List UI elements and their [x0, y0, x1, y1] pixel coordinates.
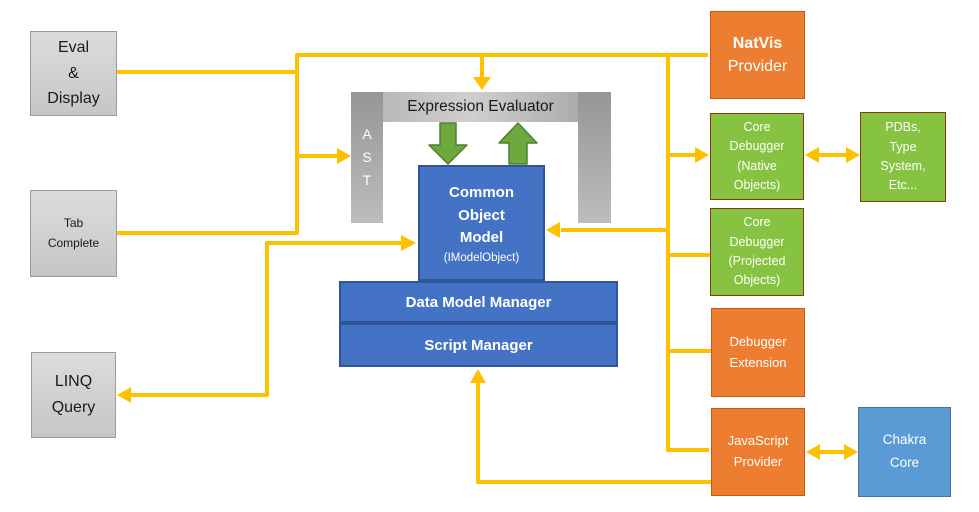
arrowhead-com-left — [401, 235, 416, 251]
node-pdbs-type-system: PDBs, Type System, Etc... — [860, 112, 946, 202]
pdbs-type-system-label: PDBs, Type System, Etc... — [880, 120, 926, 193]
arrowhead-pdbs-right — [846, 147, 860, 163]
ast-label: A S T — [362, 126, 372, 188]
debugger-extension-label: Debugger Extension — [729, 333, 787, 370]
node-linq-query: LINQ Query — [31, 352, 116, 438]
node-tab-complete: Tab Complete — [30, 190, 117, 277]
node-chakra-core: Chakra Core — [858, 407, 951, 497]
javascript-provider-label: JavaScript Provider — [727, 433, 789, 469]
core-debugger-native-label: Core Debugger (Native Objects) — [729, 119, 785, 192]
expression-evaluator-right-column — [578, 92, 611, 223]
node-eval-display: Eval & Display — [30, 31, 117, 116]
common-object-model-title: Common Object Model — [449, 184, 514, 247]
expression-evaluator-label: Expression Evaluator — [407, 98, 554, 115]
connector-right-trunk — [666, 55, 709, 452]
arrowhead-js-left — [806, 444, 820, 460]
connector-js-to-script-manager — [476, 382, 711, 484]
arrowhead-core-debugger-native — [695, 147, 709, 163]
connector-left-trunk-to-natvis — [117, 53, 708, 235]
natvis-title: NatVis — [732, 34, 783, 52]
green-up-arrow — [498, 122, 538, 165]
node-core-debugger-projected: Core Debugger (Projected Objects) — [710, 208, 804, 296]
node-script-manager: Script Manager — [339, 323, 618, 367]
eval-display-label: Eval & Display — [47, 38, 100, 108]
arrowhead-native-left — [805, 147, 819, 163]
arrowhead-ast — [337, 148, 351, 164]
arrowhead-com-right — [546, 222, 560, 238]
tab-complete-label: Tab Complete — [47, 216, 100, 250]
node-data-model-manager: Data Model Manager — [339, 281, 618, 323]
node-ast-column: A S T — [351, 92, 383, 223]
node-core-debugger-native: Core Debugger (Native Objects) — [710, 113, 804, 200]
arrowhead-linq-query — [117, 387, 131, 403]
node-expression-evaluator-bar: Expression Evaluator — [383, 92, 578, 122]
data-model-manager-label: Data Model Manager — [405, 293, 552, 311]
core-debugger-projected-label: Core Debugger (Projected Objects) — [728, 215, 786, 288]
arrowhead-chakra-right — [844, 444, 858, 460]
node-javascript-provider: JavaScript Provider — [711, 408, 805, 496]
green-down-arrow — [428, 122, 468, 165]
arrowhead-script-manager — [470, 369, 486, 383]
node-debugger-extension: Debugger Extension — [711, 308, 805, 397]
linq-query-label: LINQ Query — [51, 373, 96, 416]
common-object-model-subtitle: (IModelObject) — [443, 251, 520, 264]
chakra-core-label: Chakra Core — [882, 432, 927, 470]
script-manager-label: Script Manager — [424, 336, 533, 354]
node-natvis-provider: NatVis Provider — [710, 11, 805, 99]
arrowhead-expression-evaluator — [473, 77, 491, 90]
natvis-subtitle: Provider — [727, 58, 788, 75]
node-common-object-model: Common Object Model (IModelObject) — [418, 165, 545, 281]
